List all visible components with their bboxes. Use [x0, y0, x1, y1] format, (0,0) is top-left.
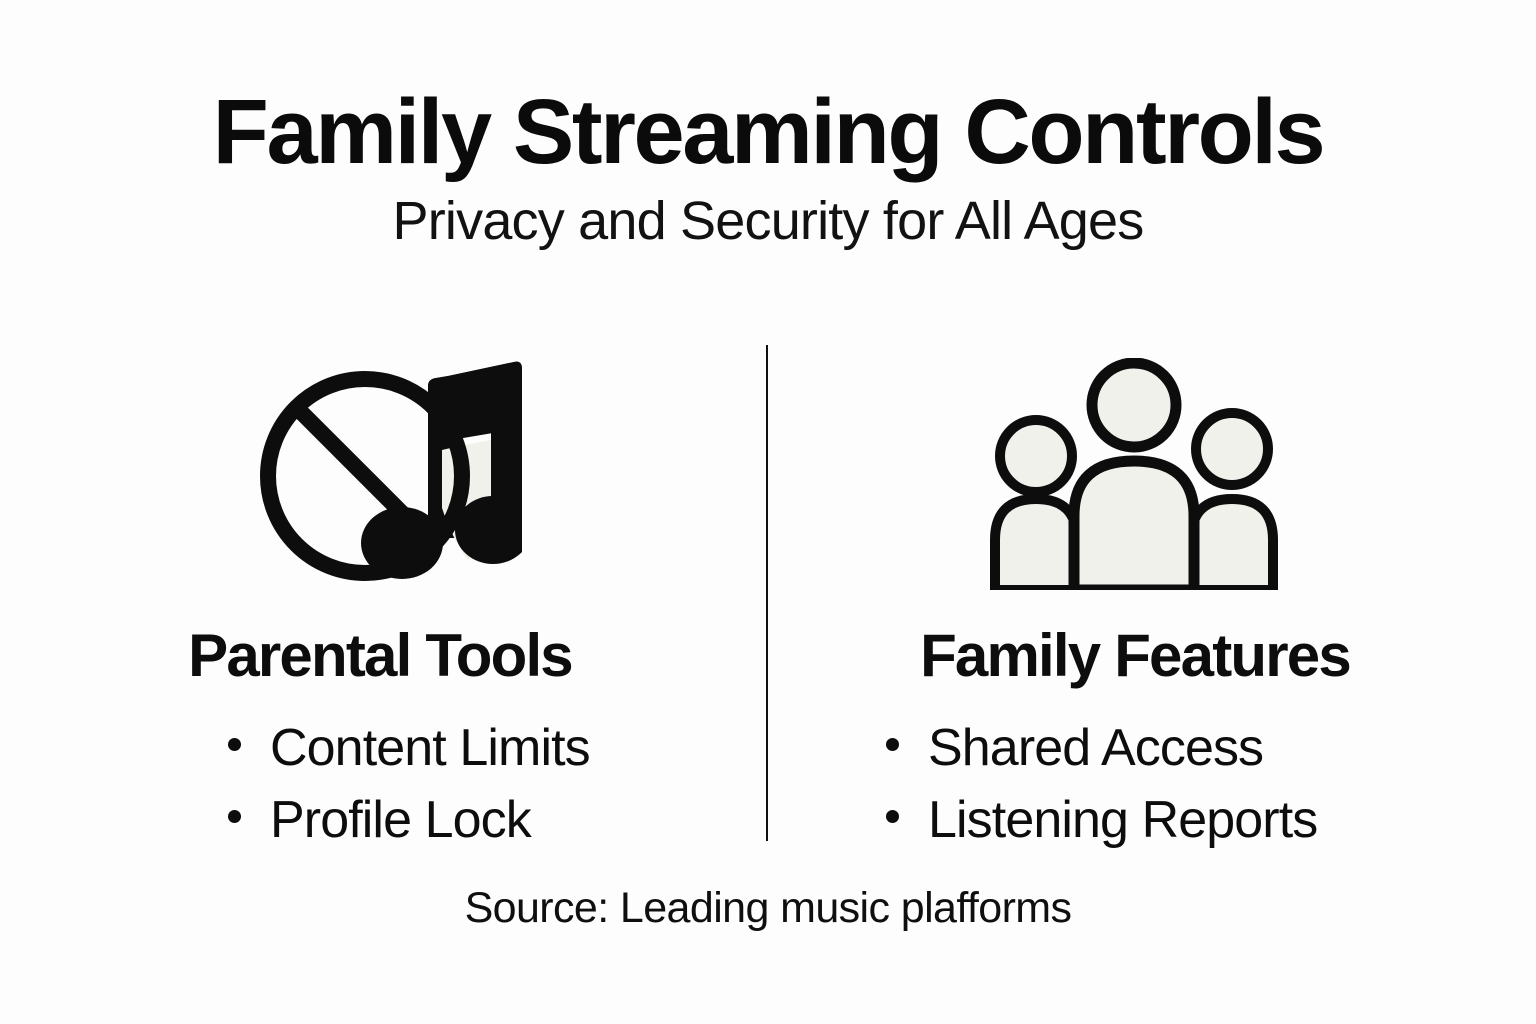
family-group-icon: [800, 340, 1440, 590]
bullet-label: Shared Access: [928, 719, 1264, 777]
bullet-list-parental-tools: Content Limits Profile Lock: [60, 712, 700, 856]
list-item: Shared Access: [886, 712, 1440, 784]
list-item: Listening Reports: [886, 784, 1440, 856]
bullet-dot-icon: [886, 738, 899, 751]
bullet-dot-icon: [886, 810, 899, 823]
bullet-dot-icon: [228, 810, 241, 823]
bullet-label: Listening Reports: [928, 791, 1318, 849]
header: Family Streaming Controls Privacy and Se…: [0, 86, 1536, 248]
column-heading-parental-tools: Parental Tools: [188, 622, 574, 689]
list-item: Content Limits: [228, 712, 700, 784]
list-item: Profile Lock: [228, 784, 700, 856]
bullet-label: Profile Lock: [270, 791, 532, 849]
source-note: Source: Leading music plafforms: [464, 884, 1072, 932]
page-subtitle: Privacy and Security for All Ages: [392, 191, 1145, 251]
column-family-features: Family Features Shared Access Listening …: [800, 340, 1440, 856]
column-heading-family-features: Family Features: [920, 622, 1352, 689]
bullet-label: Content Limits: [270, 719, 591, 777]
blocked-music-note-icon: [60, 340, 700, 590]
bullet-list-family-features: Shared Access Listening Reports: [800, 712, 1440, 856]
bullet-dot-icon: [228, 738, 241, 751]
column-divider: [766, 345, 768, 841]
column-parental-tools: Parental Tools Content Limits Profile Lo…: [60, 340, 700, 856]
page-title: Family Streaming Controls: [212, 81, 1326, 183]
